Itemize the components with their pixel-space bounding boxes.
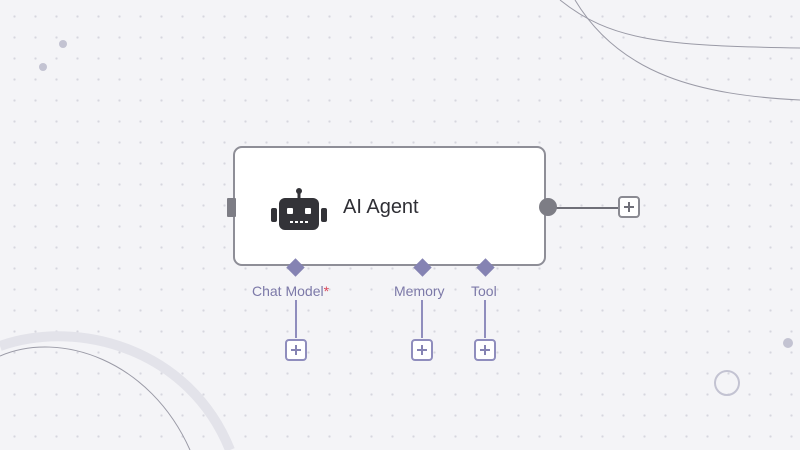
- chat-model-label-text: Chat Model: [252, 283, 324, 299]
- memory-label: Memory: [394, 283, 445, 299]
- main-input-handle[interactable]: [227, 198, 236, 217]
- plus-icon: [291, 345, 301, 355]
- chat-model-label: Chat Model*: [252, 283, 329, 299]
- output-connector-line: [556, 207, 618, 209]
- tool-connector-line: [484, 300, 486, 338]
- robot-icon: [271, 188, 327, 230]
- node-title: AI Agent: [343, 196, 419, 218]
- add-tool-button[interactable]: [474, 339, 496, 361]
- add-memory-button[interactable]: [411, 339, 433, 361]
- tool-label: Tool: [471, 283, 497, 299]
- plus-icon: [417, 345, 427, 355]
- plus-icon: [480, 345, 490, 355]
- ai-agent-node[interactable]: AI Agent: [233, 146, 546, 266]
- main-output-handle[interactable]: [539, 198, 557, 216]
- plus-icon: [624, 202, 634, 212]
- add-next-node-button[interactable]: [618, 196, 640, 218]
- required-marker: *: [323, 283, 330, 299]
- add-chat-model-button[interactable]: [285, 339, 307, 361]
- chat-model-connector-line: [295, 300, 297, 338]
- memory-connector-line: [421, 300, 423, 338]
